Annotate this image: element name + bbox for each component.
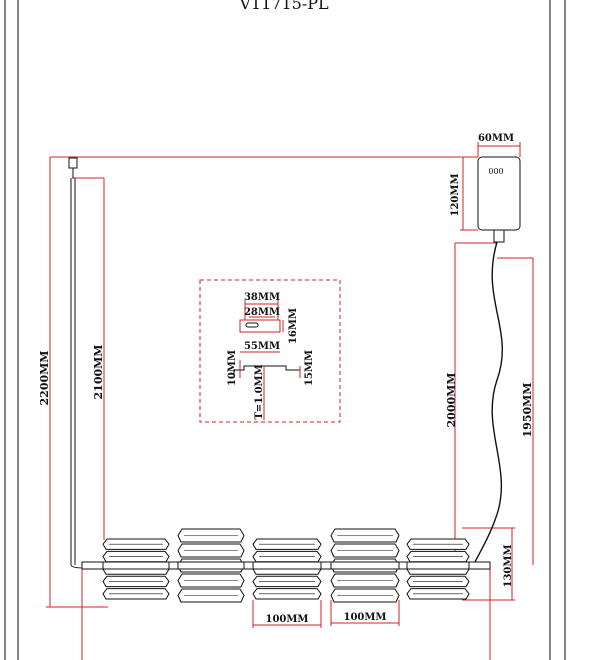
driver-label: 000 [488,167,503,176]
crystal-shade-4 [330,528,400,603]
module-width-label-b: 100MM [343,612,386,623]
driver-width-label: 60MM [478,133,514,144]
crystal-shades [102,528,470,603]
bracket-height-label: 16MM [288,308,299,344]
bracket-width-label: 38MM [244,292,280,303]
cable-length-label: 2100MM [92,345,105,400]
thickness-label: T=1.0MM [254,364,265,419]
dimension-lines [46,142,534,660]
drawing-title: V11715-PL [238,0,329,13]
drop-length-label: 1950MM [521,383,534,438]
crystal-shade-3 [252,538,322,600]
crystal-shade-1 [102,538,170,600]
base-width-label: 55MM [244,341,280,352]
shade-height-label: 130MM [503,544,514,587]
driver-box [477,156,521,243]
suspension-cable [68,157,85,569]
module-width-label-a: 100MM [265,614,308,625]
crystal-shade-2 [177,528,245,603]
driver-height-label: 120MM [450,173,461,216]
power-cable [472,241,503,567]
bracket-detail [233,300,301,420]
driver-cable-label: 2000MM [445,373,458,428]
flange-left-label: 10MM [227,350,238,386]
crystal-shade-5 [406,538,470,600]
flange-right-label: 15MM [304,350,315,386]
drawing-frame [4,0,566,660]
total-height-label: 2200MM [38,351,51,406]
slot-width-label: 28MM [244,307,280,318]
